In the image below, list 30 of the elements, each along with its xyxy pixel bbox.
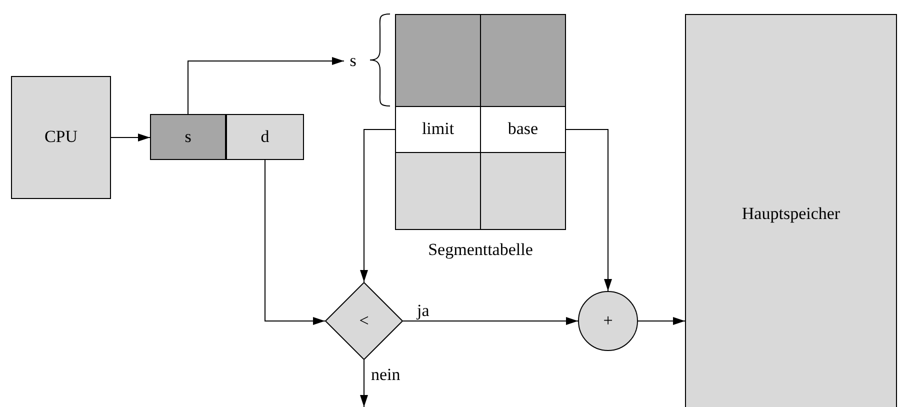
node-label: + (603, 312, 613, 330)
arrow (110, 134, 150, 142)
table-cell (395, 14, 481, 107)
arrow (402, 317, 578, 325)
arrow (360, 360, 368, 407)
node-label: s (184, 128, 192, 146)
node-label: Hauptspeicher (742, 204, 840, 224)
segment-index-label: s (344, 48, 362, 74)
arrow (566, 129, 612, 292)
register-field (150, 114, 226, 160)
edge-label: ja (416, 302, 430, 319)
register-field (226, 114, 304, 160)
node-label: < (359, 312, 369, 330)
node-label: CPU (44, 128, 78, 147)
table-title: Segmenttabelle (428, 241, 533, 260)
node-label: d (260, 128, 270, 146)
table-cell (395, 152, 481, 230)
node-label: base (508, 120, 538, 139)
adder-circle (578, 291, 638, 351)
cpu-box (11, 76, 111, 199)
arrow (360, 129, 396, 282)
main-memory-box (685, 14, 897, 407)
table-cell (480, 152, 566, 230)
node-label: limit (422, 120, 454, 139)
comparison-diamond (325, 282, 403, 360)
table-cell (480, 14, 566, 107)
arrow (638, 317, 686, 325)
arrow (188, 57, 344, 114)
arrow (264, 160, 326, 325)
edge-label: nein (370, 366, 402, 383)
